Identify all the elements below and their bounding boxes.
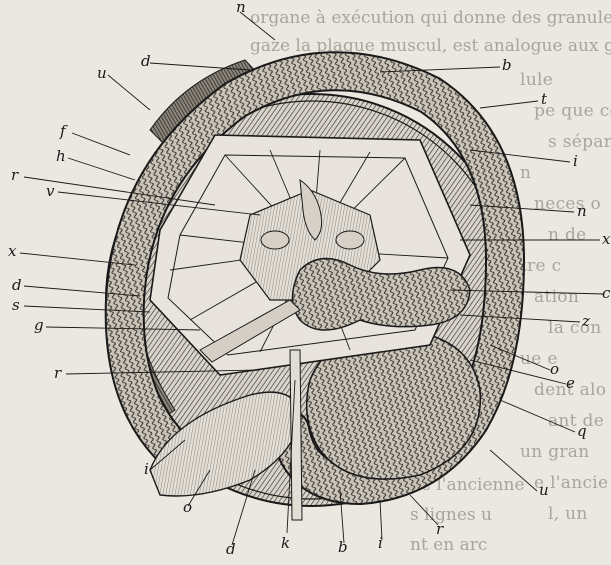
label-i-bottom: i (378, 534, 383, 552)
label-k: k (281, 534, 290, 552)
label-i-left: i (144, 460, 149, 478)
label-o-right: o (550, 360, 559, 378)
label-s: s (12, 296, 20, 314)
label-d-left: d (12, 276, 22, 294)
label-h: h (56, 147, 66, 165)
label-b: b (502, 56, 512, 74)
label-n-top: n (236, 0, 246, 16)
label-u-left: u (97, 64, 107, 82)
label-v: v (46, 182, 55, 200)
label-q: q (577, 422, 587, 440)
label-t: t (541, 90, 548, 108)
label-b-bottom: b (338, 538, 348, 556)
label-d-bottom: d (226, 540, 236, 558)
label-u-right: u (539, 481, 549, 499)
label-r-bottom: r (436, 520, 444, 538)
label-i-right: i (573, 152, 578, 170)
label-z: z (581, 312, 590, 330)
label-f: f (59, 122, 68, 140)
label-x-right: x (602, 230, 611, 248)
label-r-left: r (11, 166, 19, 184)
label-c-right: c (602, 284, 611, 302)
label-e: e (566, 374, 575, 392)
label-x-left: x (8, 242, 17, 260)
label-g: g (34, 316, 44, 334)
label-n-right: n (577, 202, 587, 220)
label-r-mid: r (54, 364, 62, 382)
label-o-bottom: o (183, 498, 192, 516)
label-d-top: d (141, 52, 151, 70)
